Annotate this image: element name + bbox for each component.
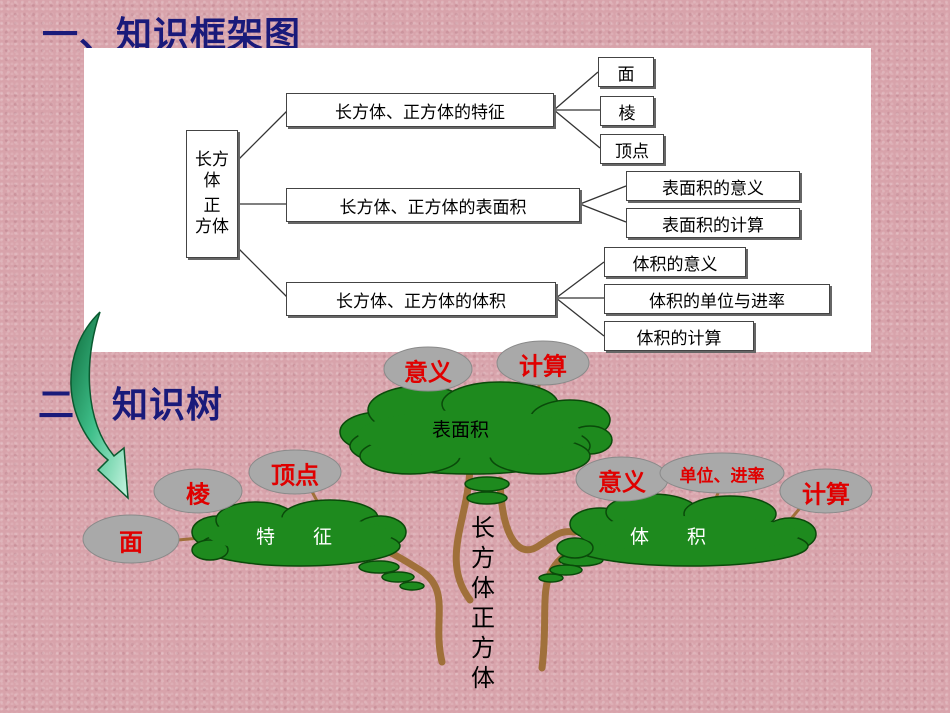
leaf-surface-meaning: 表面积的意义 [626,171,800,201]
leaf-volume-units: 体积的单位与进率 [604,284,830,314]
leaf-oval-right-units [659,452,785,494]
leaf-label-vertex: 顶点 [271,460,319,490]
crown-label-features: 特 征 [256,526,333,548]
framework-connectors [237,71,627,337]
curved-arrow-icon [70,311,129,500]
leaf-label-right-calc: 计算 [802,479,850,509]
leaf-oval-face [82,514,180,564]
connector-volume-calc [555,297,605,337]
connector-features-face [553,71,599,111]
leaf-face: 面 [598,57,654,87]
knowledge-framework-diagram: 长方 体 正 方体 长方体、正方体的特征 长方体、正方体的表面积 长方体、正方体… [84,48,871,352]
leaf-volume-meaning: 体积的意义 [604,247,746,277]
root-text-2: 体 [203,171,221,191]
trunk-char: 体 [471,664,495,692]
tree-trunk-right-inner [496,476,579,554]
branch-volume: 长方体、正方体的体积 [286,282,556,316]
leaf-label-top-calc: 计算 [519,351,567,381]
leaf-oval-top-meaning [383,346,473,392]
leaf-label-face: 面 [119,527,143,557]
branch-surface-area: 长方体、正方体的表面积 [286,188,580,222]
leaf-oval-right-calc [779,468,873,514]
leaf-label-right-meaning: 意义 [598,467,646,497]
leaf-label-top-meaning: 意义 [404,357,452,387]
leaf-vertex: 顶点 [600,134,664,164]
cloud-pad [538,573,564,583]
connector-root-volume [237,247,289,299]
trunk-char: 方 [471,544,495,572]
trunk-char: 正 [471,604,495,632]
root-text-3: 正 [203,196,221,216]
cloud-pad [549,564,583,576]
leaf-label-edge: 棱 [186,479,210,509]
connector-features-vertex [553,109,601,149]
leaf-oval-top-calc [496,340,590,386]
branch-features: 长方体、正方体的特征 [286,93,554,127]
leaf-surface-calc: 表面积的计算 [626,208,800,238]
connector-volume-meaning [555,261,605,299]
section-title-tree: 二、知识树 [38,385,224,426]
trunk-char: 体 [471,574,495,602]
trunk-char: 方 [471,634,495,662]
cloud-pad [466,491,508,505]
trunk-label: 长 方 体 正 方 体 [469,513,497,693]
crown-label-volume: 体 积 [630,526,707,548]
root-text-1: 长方 [195,150,229,170]
connector-surface-calc [579,203,627,223]
cloud-pad [358,560,400,574]
leaf-volume-calc: 体积的计算 [604,321,754,351]
leaf-label-right-units: 单位、进率 [679,466,765,487]
framework-root: 长方 体 正 方体 [186,130,238,258]
cloud-pad [399,581,425,591]
crown-label-surface-area: 表面积 [432,419,490,441]
root-text-4: 方体 [195,217,229,237]
connector-surface-meaning [579,185,627,205]
cloud-pad [464,476,510,492]
connector-root-features [237,109,289,161]
leaf-edge: 棱 [600,96,654,126]
leaf-oval-vertex [248,449,342,495]
cloud-pad [381,571,415,583]
leaf-oval-edge [153,468,243,514]
trunk-char: 长 [471,514,495,542]
